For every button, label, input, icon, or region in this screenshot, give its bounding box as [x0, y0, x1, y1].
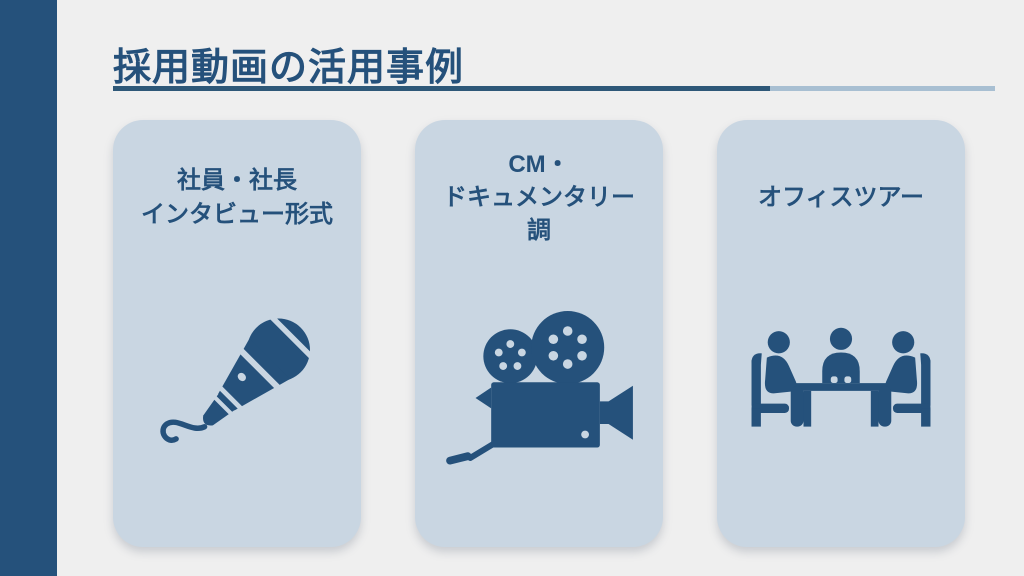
card-interview-label: 社員・社長 インタビュー形式: [113, 120, 361, 275]
card-office-tour: オフィスツアー: [717, 120, 965, 547]
card-office-tour-label: オフィスツアー: [717, 120, 965, 275]
label-line: インタビュー形式: [141, 200, 333, 228]
microphone-icon: [160, 313, 315, 443]
label-line: オフィスツアー: [757, 183, 925, 211]
label-line: CM・: [508, 150, 570, 178]
card-cm-documentary: CM・ ドキュメンタリー 調: [415, 120, 663, 547]
card-cm-documentary-icon-area: [415, 275, 663, 547]
slide-title: 採用動画の活用事例: [113, 47, 465, 89]
card-interview-icon-area: [113, 275, 361, 547]
label-line: ドキュメンタリー: [443, 183, 635, 211]
cards-container: 社員・社長 インタビュー形式: [113, 120, 965, 547]
title-underline-secondary: [770, 86, 995, 91]
card-interview: 社員・社長 インタビュー形式: [113, 120, 361, 547]
card-cm-documentary-label: CM・ ドキュメンタリー 調: [415, 120, 663, 275]
card-office-tour-icon-area: [717, 275, 965, 547]
title-underline-primary: [113, 86, 770, 91]
film-camera-icon: [446, 311, 633, 465]
label-line: 調: [527, 217, 551, 245]
left-accent-bar: [0, 0, 57, 576]
meeting-icon: [751, 327, 931, 427]
label-line: 社員・社長: [177, 167, 297, 195]
